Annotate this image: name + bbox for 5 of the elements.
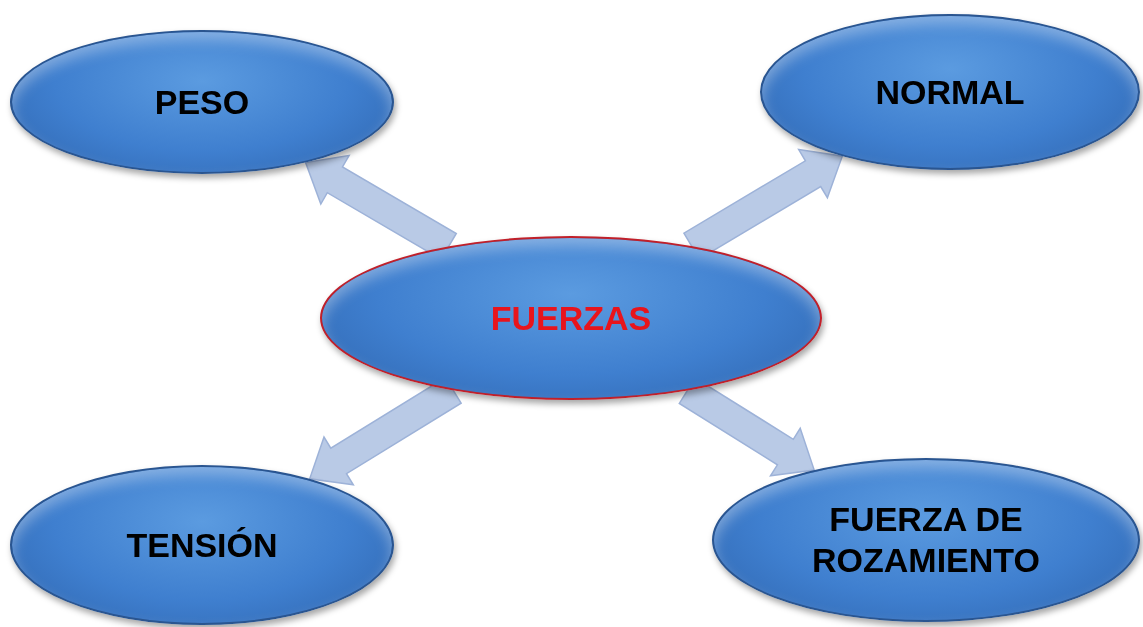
node-label: PESO xyxy=(154,81,250,123)
node-label: FUERZAS xyxy=(490,297,652,339)
node-label: FUERZA DE ROZAMIENTO xyxy=(811,499,1041,581)
node-label: NORMAL xyxy=(875,71,1025,113)
node-label: TENSIÓN xyxy=(126,524,278,566)
